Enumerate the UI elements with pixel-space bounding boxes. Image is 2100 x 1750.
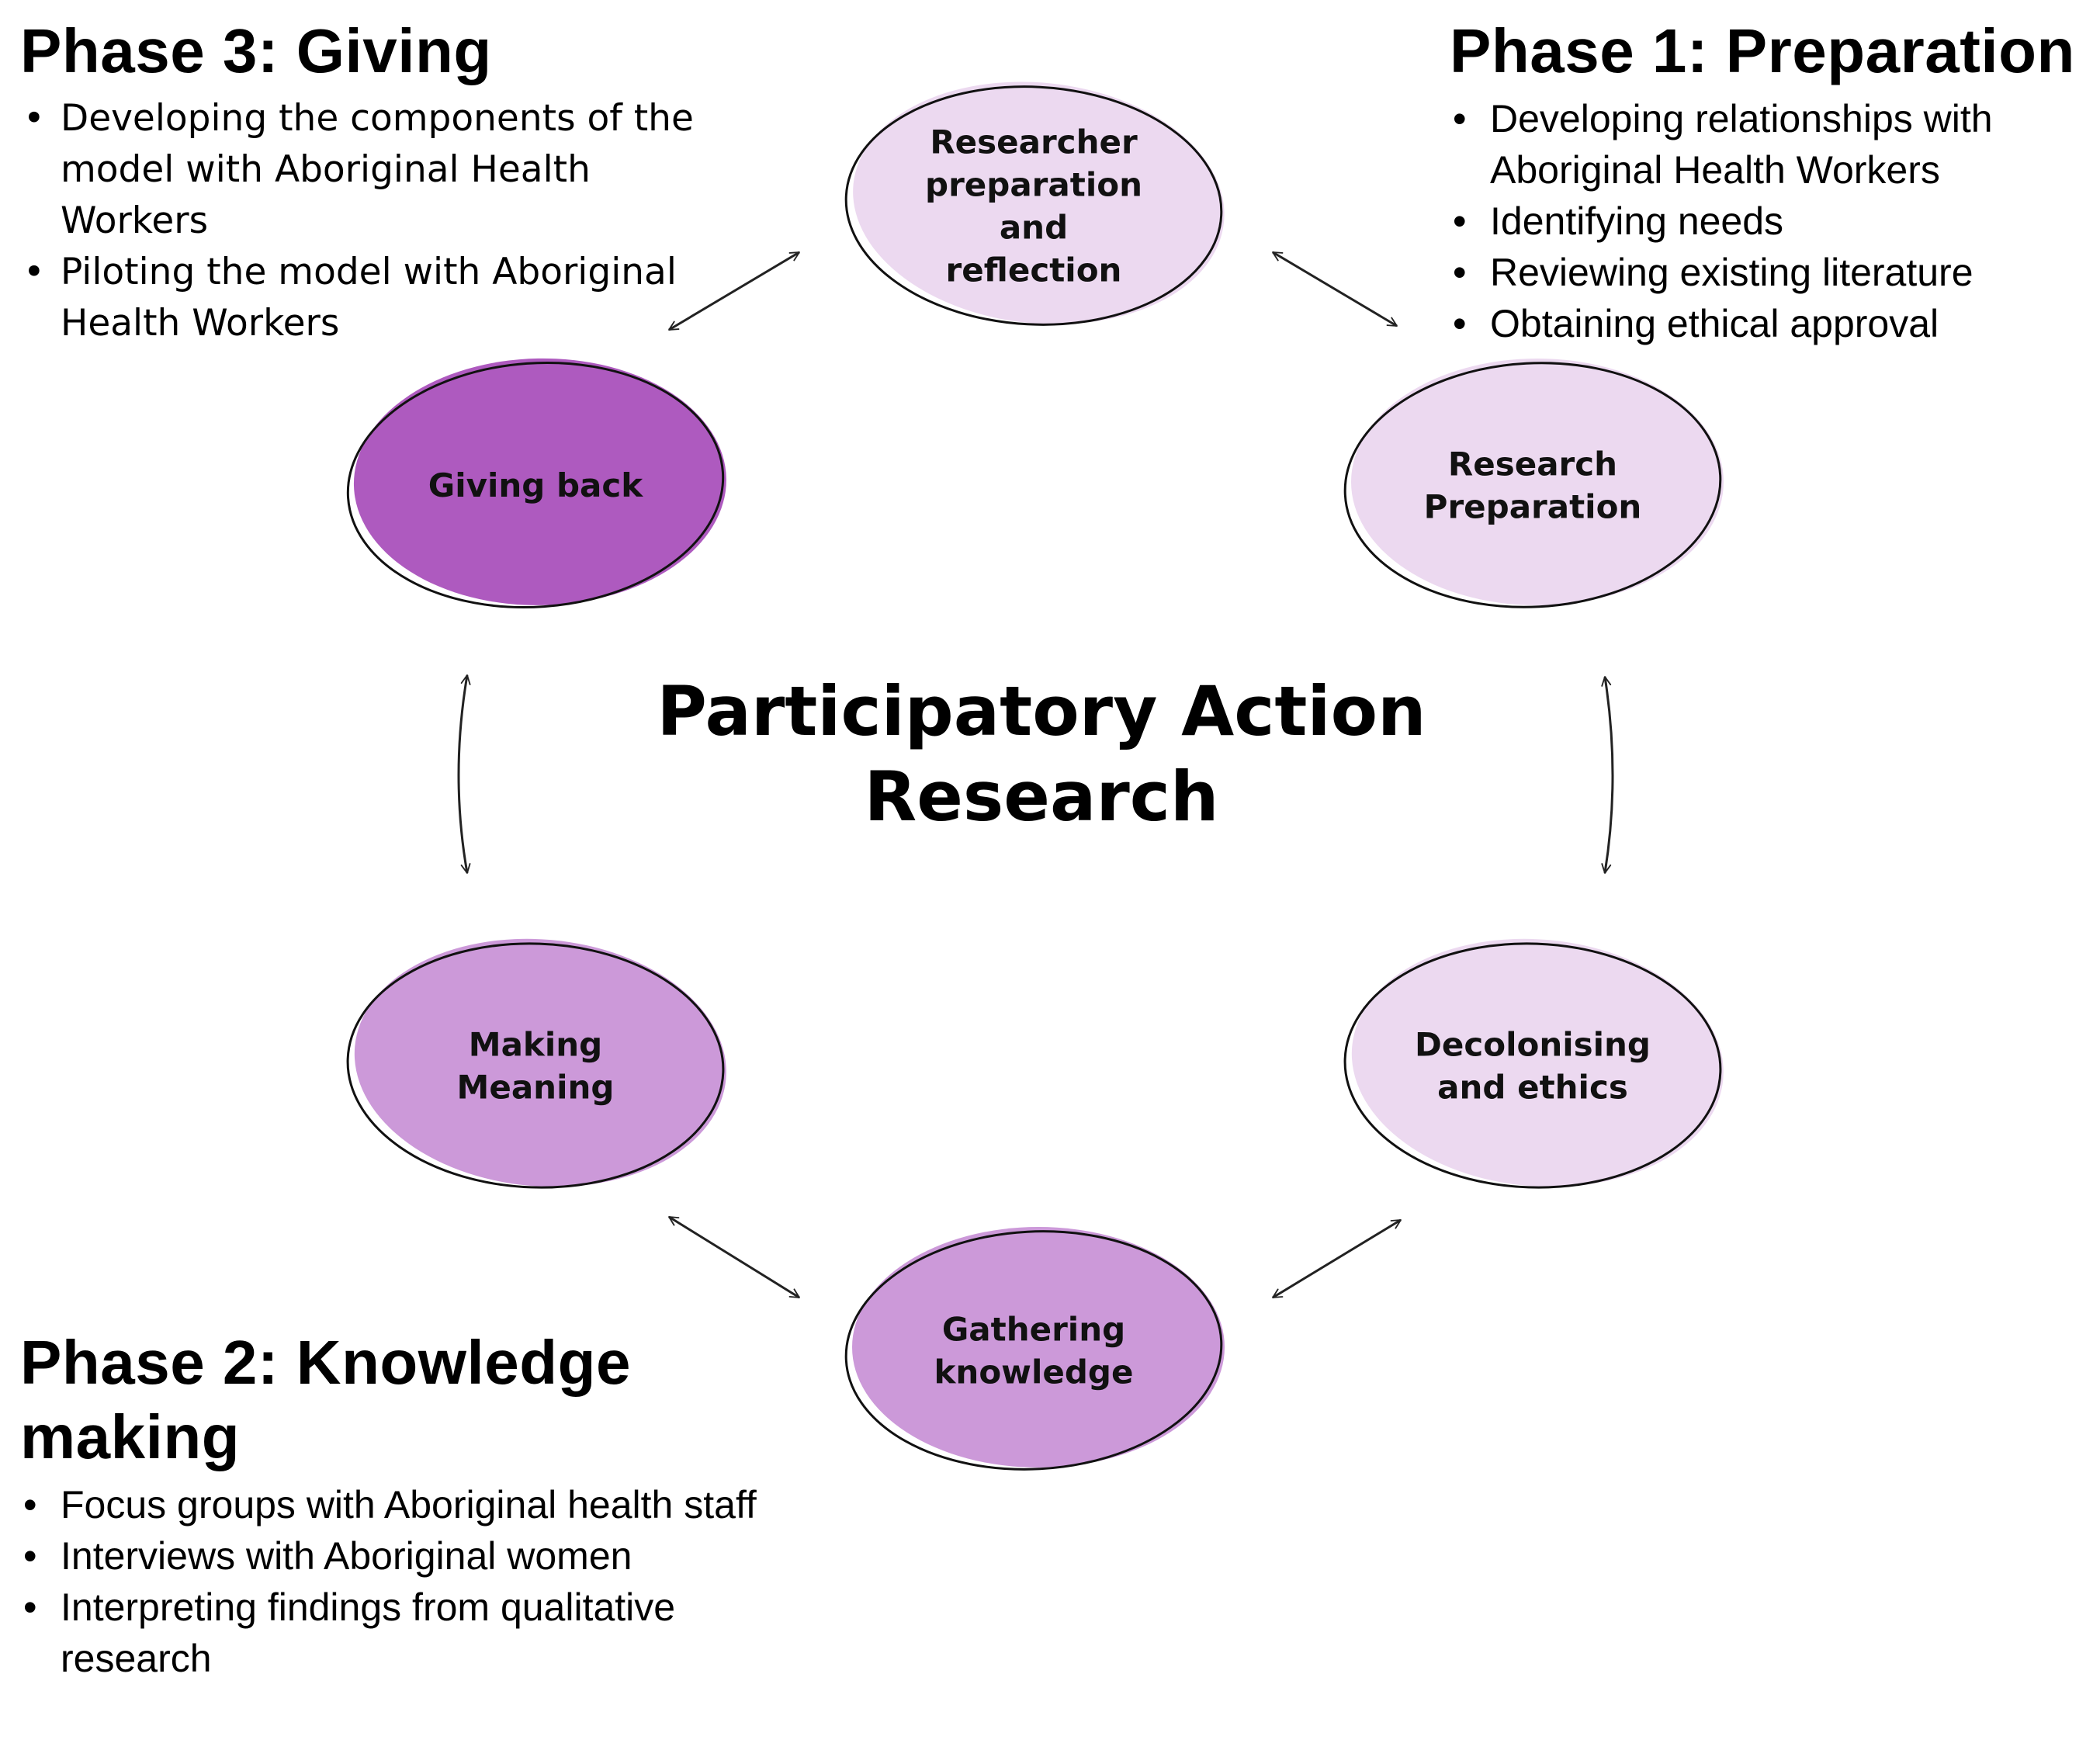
node-outline <box>844 85 1223 326</box>
phase-1-panel: Phase 1: Preparation Developing relation… <box>1450 14 2094 349</box>
node-label: Decolonising <box>1415 1026 1651 1064</box>
node-label: Researcher <box>930 123 1138 161</box>
center-title-line-2: Research <box>864 757 1218 837</box>
node-fill <box>1351 359 1724 605</box>
phase-2-panel: Phase 2: Knowledge making Focus groups w… <box>20 1325 765 1684</box>
node-outline <box>346 942 725 1189</box>
phase-3-item: Piloting the model with Aboriginal Healt… <box>20 247 703 349</box>
node-outline <box>1343 942 1722 1189</box>
node-fill <box>354 938 726 1187</box>
node-outline <box>844 1230 1223 1471</box>
node-giving-back: Giving back <box>346 358 726 609</box>
node-fill <box>853 81 1225 324</box>
node-label: Giving back <box>428 466 644 504</box>
phase-3-panel: Phase 3: Giving Developing the component… <box>20 14 703 349</box>
phase-3-item: Developing the components of the model w… <box>20 93 703 247</box>
node-label: preparation <box>925 166 1142 204</box>
phase-2-list: Focus groups with Aboriginal health staf… <box>20 1479 765 1684</box>
node-fill <box>852 1227 1225 1468</box>
phase-3-title: Phase 3: Giving <box>20 16 492 85</box>
phase-2-title: Phase 2: Knowledge making <box>20 1328 631 1471</box>
arrow-making-meaning-to-giving-back <box>457 674 471 874</box>
phase-1-item: Reviewing existing literature <box>1450 247 2094 298</box>
node-decolonising: Decolonising and ethics <box>1343 938 1724 1189</box>
arrow-research-prep-to-decolonising <box>1601 676 1614 874</box>
phase-1-list: Developing relationships with Aboriginal… <box>1450 93 2094 349</box>
node-label: Research <box>1448 445 1617 483</box>
node-label: Meaning <box>457 1069 615 1107</box>
phase-1-item: Obtaining ethical approval <box>1450 298 2094 349</box>
node-label: and <box>1000 209 1068 247</box>
node-label: Gathering <box>942 1311 1125 1349</box>
phase-2-item: Interviews with Aboriginal women <box>20 1530 765 1582</box>
node-label: Preparation <box>1424 488 1642 526</box>
node-outline <box>346 361 725 609</box>
arrow-decolonising-to-gathering <box>1272 1218 1402 1299</box>
phase-2-item: Interpreting findings from qualitative r… <box>20 1582 765 1684</box>
node-fill <box>1351 938 1724 1187</box>
phase-1-item: Identifying needs <box>1450 196 2094 247</box>
phase-2-item: Focus groups with Aboriginal health staf… <box>20 1479 765 1530</box>
node-gathering-knowledge: Gathering knowledge <box>844 1227 1225 1471</box>
phase-1-title: Phase 1: Preparation <box>1450 16 2075 85</box>
node-label: and ethics <box>1437 1069 1628 1107</box>
node-label: reflection <box>946 251 1122 289</box>
phase-1-item: Developing relationships with Aboriginal… <box>1450 93 2094 196</box>
arrow-researcher-to-research-prep <box>1272 251 1398 327</box>
arrow-gathering-to-making-meaning <box>668 1215 800 1299</box>
node-fill <box>353 358 726 605</box>
node-researcher-preparation: Researcher preparation and reflection <box>844 81 1225 326</box>
node-label: knowledge <box>934 1353 1134 1391</box>
node-label: Making <box>469 1026 602 1064</box>
center-title-line-1: Participatory Action <box>657 671 1426 751</box>
phase-3-list: Developing the components of the model w… <box>20 93 703 349</box>
node-outline <box>1343 362 1722 608</box>
